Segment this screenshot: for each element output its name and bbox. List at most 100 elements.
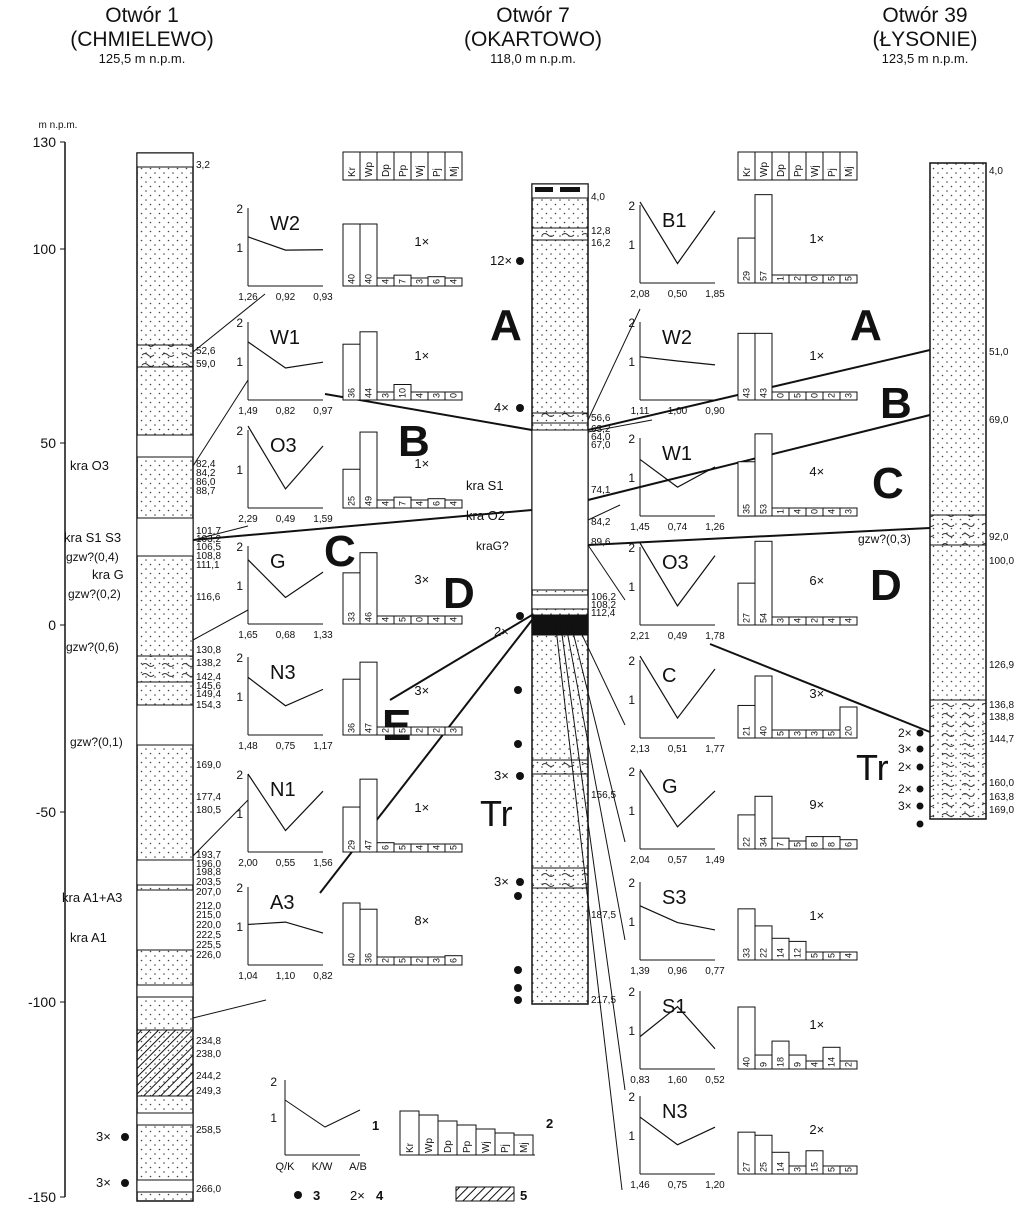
bar-value: 8 — [827, 842, 837, 847]
depth-label: 4,0 — [989, 166, 1003, 177]
gzw-label: gzw?(0,2) — [68, 587, 121, 601]
bar-value: 33 — [347, 612, 357, 622]
sample-dot — [514, 686, 522, 694]
panel-y-tick: 2 — [236, 316, 243, 330]
bar-value: 25 — [759, 1162, 769, 1172]
header-label: Pj — [432, 168, 443, 177]
panel-x-value: 0,75 — [668, 1180, 688, 1191]
bar-value: 4 — [449, 501, 459, 506]
bar-value: 5 — [449, 845, 459, 850]
sample-dot — [917, 730, 924, 737]
sample-count: 3× — [494, 768, 509, 783]
tick-label: -50 — [36, 804, 56, 820]
bar-value: 5 — [827, 276, 837, 281]
bar-value: 4 — [381, 279, 391, 284]
bar-value: 4 — [827, 509, 837, 514]
gzw-label: gzw?(0,1) — [70, 735, 123, 749]
depth-label: 12,8 — [591, 226, 611, 237]
sample-dot-symbol — [294, 1191, 302, 1199]
bar-value: 54 — [759, 613, 769, 623]
bar-value: 0 — [810, 509, 820, 514]
panel-y-tick: 1 — [628, 915, 635, 929]
sample-dot — [917, 764, 924, 771]
bar-value: 14 — [827, 1057, 837, 1067]
panel-y-tick: 1 — [628, 580, 635, 594]
sample-count: 3× — [809, 686, 824, 701]
bar-value: 3 — [415, 279, 425, 284]
kra-label: kraG? — [476, 539, 509, 553]
gzw-label: gzw?(0,3) — [858, 532, 911, 546]
ratio-line — [640, 656, 715, 718]
legend-line-example: 2 1 Q/K K/W A/B 1 — [270, 1075, 379, 1173]
tick-label: 0 — [48, 617, 56, 633]
panel-x-value: 1,45 — [630, 522, 650, 533]
panel-title: W1 — [270, 327, 300, 349]
bar-value: 7 — [398, 279, 408, 284]
zone-label: C — [324, 527, 356, 576]
panel-y-tick: 2 — [236, 424, 243, 438]
panel-s1: 21S10,831,600,5240918941421× — [628, 985, 857, 1086]
panel-x-value: 0,75 — [276, 741, 296, 752]
sample-count: 12× — [490, 253, 512, 268]
bar-value: 0 — [415, 617, 425, 622]
sample-count: 2× — [809, 1122, 824, 1137]
bar-value: 2 — [793, 276, 803, 281]
kra-label: kra S1 — [466, 478, 504, 493]
sample-count: 3× — [96, 1175, 111, 1190]
bar-value: 40 — [759, 726, 769, 736]
panel-y-tick: 2 — [236, 202, 243, 216]
sample-count: 1× — [809, 908, 824, 923]
panel-w1: 21W11,450,741,263553140434× — [628, 432, 857, 533]
header-label: Wj — [810, 165, 821, 177]
bar-value: 40 — [364, 274, 374, 284]
bar-value: 27 — [742, 613, 752, 623]
ratio-line — [640, 906, 715, 930]
bar-value: 0 — [776, 393, 786, 398]
panel-title: S1 — [662, 996, 686, 1018]
panel-x-value: 0,93 — [313, 292, 333, 303]
bar-value: 47 — [364, 840, 374, 850]
bar-value: 5 — [398, 617, 408, 622]
bar-value: 5 — [810, 953, 820, 958]
depth-label: 138,2 — [196, 658, 221, 669]
panel-y-tick: 2 — [236, 768, 243, 782]
panel-b1: 21B12,080,501,852957120551× — [628, 195, 857, 300]
sample-dot — [516, 878, 524, 886]
panel-y-tick: 1 — [628, 804, 635, 818]
bar-value: 6 — [432, 501, 442, 506]
depth-label: 111,1 — [196, 560, 220, 571]
legend: 2 1 Q/K K/W A/B 1 2 KrWpDpPpWjPjMj 3 2× … — [270, 1075, 553, 1203]
panel-x-value: 1,49 — [238, 406, 258, 417]
bar-value: 34 — [759, 837, 769, 847]
ratio-line — [248, 237, 323, 250]
svg-text:2: 2 — [270, 1075, 277, 1089]
panel-y-tick: 1 — [628, 693, 635, 707]
bar-value: 57 — [759, 271, 769, 281]
bar-value: 4 — [449, 617, 459, 622]
composition-bar — [755, 541, 772, 625]
panel-x-value: 1,00 — [668, 406, 688, 417]
bar-value: 33 — [742, 948, 752, 958]
bar-value: 35 — [742, 504, 752, 514]
depth-label: 59,0 — [196, 359, 216, 370]
bar-value: 5 — [844, 276, 854, 281]
bar-value: 4 — [415, 845, 425, 850]
sample-count: 2× — [898, 760, 912, 774]
sample-count: 1× — [414, 348, 429, 363]
depth-label: 138,8 — [989, 712, 1014, 723]
depth-label: 92,0 — [989, 532, 1009, 543]
panel-x-value: 1,11 — [631, 406, 650, 417]
legend-x-label: A/B — [349, 1161, 367, 1173]
bar-value: 47 — [364, 723, 374, 733]
bar-value: 36 — [347, 388, 357, 398]
count-symbol: 2× — [350, 1188, 365, 1203]
bar-value: 3 — [844, 393, 854, 398]
bar-value: 2 — [810, 618, 820, 623]
borehole-1-column — [137, 153, 193, 1201]
panel-x-value: 1,59 — [313, 514, 333, 525]
legend-x-label: K/W — [312, 1161, 333, 1173]
depth-label: 136,8 — [989, 700, 1014, 711]
bar-value: 9 — [793, 1062, 803, 1067]
